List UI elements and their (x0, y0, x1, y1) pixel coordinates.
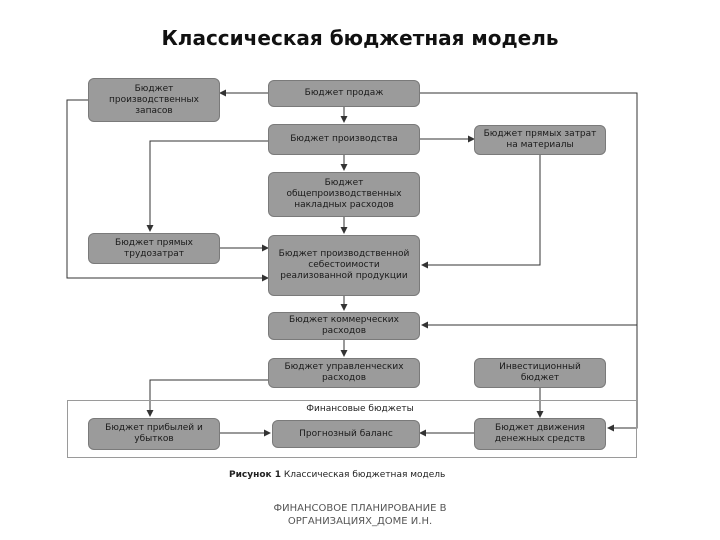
box-commercial-expenses: Бюджет коммерческих расходов (268, 312, 420, 340)
box-administrative-expenses: Бюджет управленческих расходов (268, 358, 420, 388)
caption-lead: Рисунок 1 (229, 470, 282, 480)
arrow-admin-to-pl (146, 379, 268, 417)
box-sales-budget: Бюджет продаж (268, 80, 420, 107)
box-profit-loss: Бюджет прибылей и убытков (88, 418, 220, 450)
arrow-production-to-labor (146, 140, 268, 232)
slide-footer: ФИНАНСОВОЕ ПЛАНИРОВАНИЕ В ОРГАНИЗАЦИЯХ_Д… (0, 502, 720, 528)
box-cash-flow: Бюджет движения денежных средств (474, 418, 606, 450)
slide-title: Классическая бюджетная модель (161, 26, 559, 50)
arrow-inventory-to-cog (66, 99, 269, 282)
financial-budgets-label: Финансовые бюджеты (306, 404, 414, 414)
financial-budgets-frame (67, 400, 637, 458)
box-direct-materials: Бюджет прямых затрат на материалы (474, 125, 606, 155)
arrow-materials-to-cog (421, 155, 541, 269)
box-production-inventory: Бюджет производственных запасов (88, 78, 220, 122)
box-forecast-balance: Прогнозный баланс (272, 420, 420, 448)
footer-line-1: ФИНАНСОВОЕ ПЛАНИРОВАНИЕ В (273, 503, 447, 514)
box-production-budget: Бюджет производства (268, 124, 420, 155)
box-overhead: Бюджет общепроизводственных накладных ра… (268, 172, 420, 217)
arrow-sales-to-cashflow (420, 92, 638, 432)
box-direct-labor: Бюджет прямых трудозатрат (88, 233, 220, 264)
caption-text: Классическая бюджетная модель (283, 470, 446, 480)
box-cost-of-goods: Бюджет производственной себестоимости ре… (268, 235, 420, 296)
footer-line-2: ОРГАНИЗАЦИЯХ_ДОМЕ И.Н. (287, 516, 433, 527)
figure-caption: Рисунок 1 Классическая бюджетная модель (229, 470, 445, 480)
box-investment-budget: Инвестиционный бюджет (474, 358, 606, 388)
